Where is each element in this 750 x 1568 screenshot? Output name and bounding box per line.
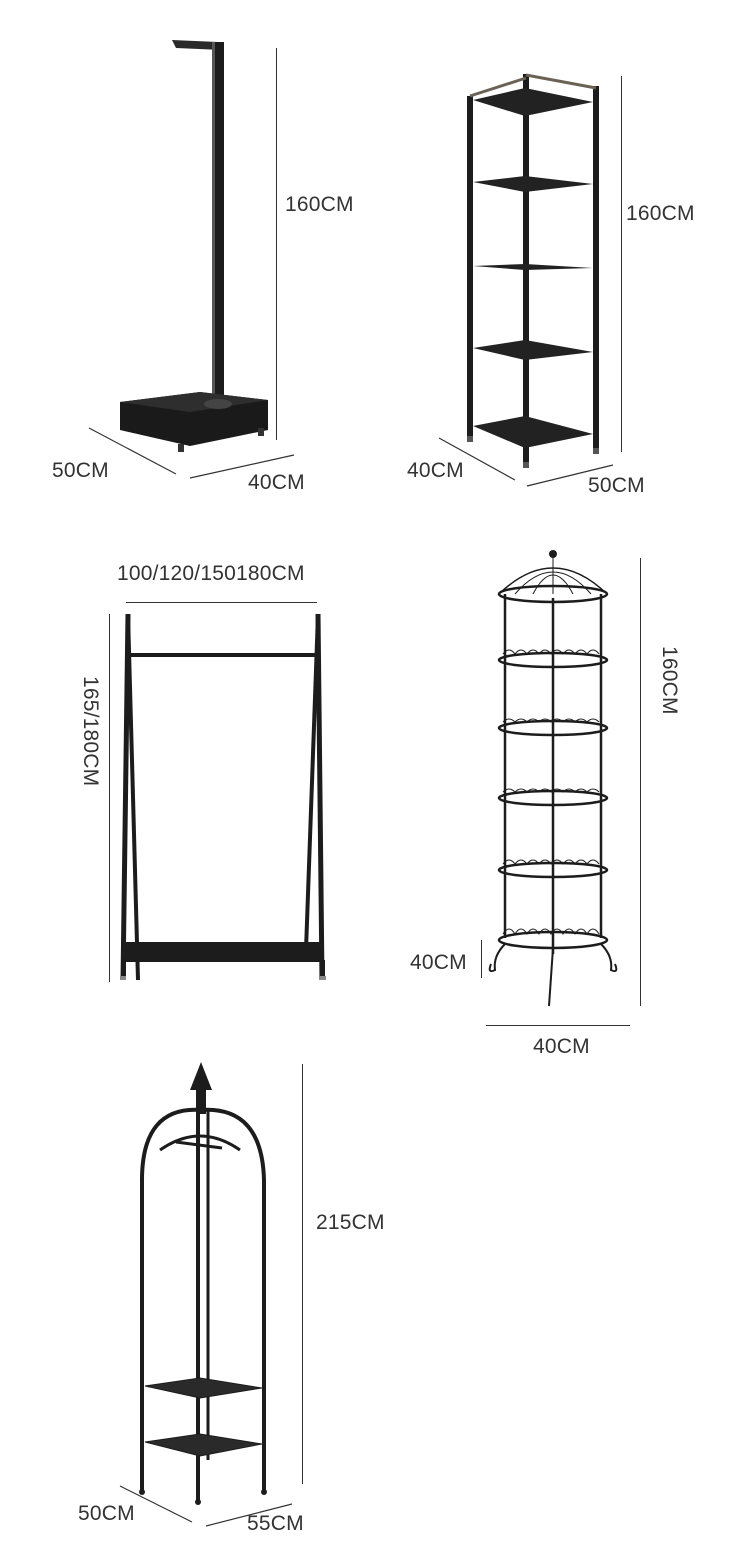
width-label: 100/120/150180CM — [117, 562, 305, 585]
footprint-dimension-lines — [88, 427, 295, 479]
ornate-tower-illustration — [488, 550, 618, 1007]
single-pole-rack-illustration — [120, 40, 268, 452]
five-tier-shelf-illustration — [467, 73, 599, 468]
width-dimension-line — [486, 1025, 630, 1026]
product-round-ornate-tower: 160CM 40CM 40CM — [375, 540, 750, 1060]
depth-label: 50CM — [78, 1502, 135, 1525]
leg-dimension-line — [481, 940, 482, 978]
product-a-frame-clothes-rack: 100/120/150180CM 165/180CM — [0, 540, 375, 1020]
arched-coat-stand-illustration — [139, 1062, 267, 1505]
footprint-dimension-lines — [119, 1485, 293, 1527]
product-arched-coat-stand: 215CM 50CM 55CM — [0, 1050, 385, 1568]
height-label: 160CM — [658, 646, 681, 715]
width-label: 55CM — [247, 1512, 304, 1535]
depth-label: 50CM — [52, 459, 109, 482]
product-five-tier-shelf: 160CM 40CM 50CM — [375, 0, 750, 520]
height-dimension-line — [109, 614, 110, 982]
depth-label: 40CM — [407, 459, 464, 482]
product-single-pole-rack: 160CM 50CM 40CM — [0, 0, 375, 520]
a-frame-rack-illustration — [120, 613, 326, 981]
height-dimension-line — [276, 48, 277, 440]
height-label: 160CM — [626, 202, 695, 225]
height-dimension-line — [621, 76, 622, 452]
width-label: 40CM — [533, 1035, 590, 1058]
height-dimension-line — [302, 1064, 303, 1484]
width-label: 40CM — [248, 471, 305, 494]
width-label: 50CM — [588, 474, 645, 497]
leg-height-label: 40CM — [410, 951, 467, 974]
footprint-dimension-lines — [438, 437, 614, 487]
height-label: 215CM — [316, 1211, 385, 1234]
width-dimension-line — [126, 602, 317, 603]
height-label: 160CM — [285, 193, 354, 216]
height-dimension-line — [640, 558, 641, 1006]
